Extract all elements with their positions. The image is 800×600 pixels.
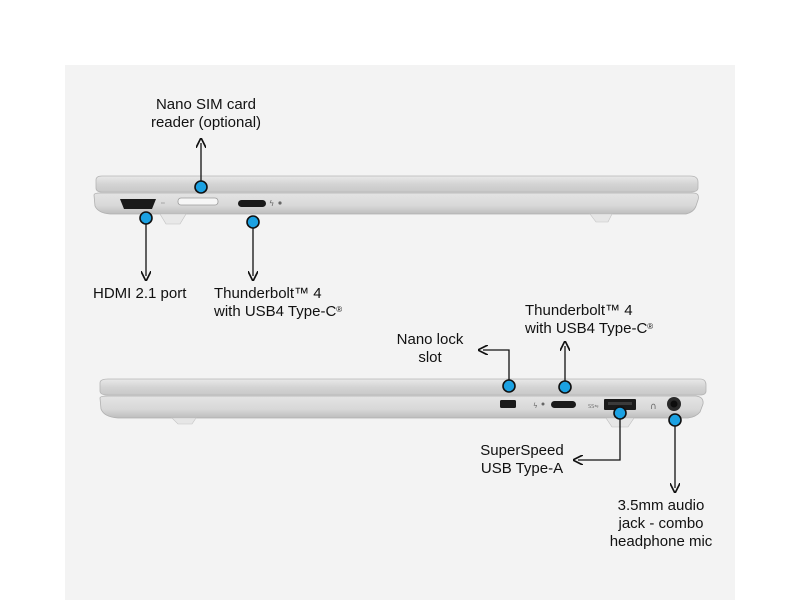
- registered-mark: ®: [336, 305, 343, 314]
- lid-left: [95, 175, 699, 193]
- label-thunderbolt-left-line1: Thunderbolt™ 4: [214, 285, 322, 302]
- status-led-icon: [278, 201, 282, 205]
- lock-slot-icon: [500, 400, 516, 408]
- thunderbolt-glyph-icon-right: ϟ: [533, 402, 538, 410]
- label-usb-a: SuperSpeed USB Type-A: [470, 442, 574, 478]
- base-left: [93, 192, 699, 215]
- label-thunderbolt-left: Thunderbolt™ 4 with USB4 Type-C®: [214, 285, 342, 321]
- audio-jack-hole: [670, 400, 678, 408]
- label-usb-a-line1: SuperSpeed: [480, 442, 564, 459]
- label-thunderbolt-right: Thunderbolt™ 4 with USB4 Type-C®: [525, 302, 653, 338]
- label-thunderbolt-left-line2-wrap: with USB4 Type-C®: [214, 303, 342, 321]
- label-audio-line1: 3.5mm audio: [617, 497, 705, 514]
- label-audio-line2: jack - combo: [618, 515, 704, 532]
- label-thunderbolt-right-line1: Thunderbolt™ 4: [525, 302, 633, 319]
- label-nano-lock-line1: Nano lock: [396, 331, 464, 348]
- laptop-left-side: ▭ ϟ: [93, 143, 699, 276]
- registered-mark-right: ®: [647, 322, 654, 331]
- hdmi-glyph-icon: ▭: [161, 200, 165, 205]
- label-thunderbolt-right-line2-wrap: with USB4 Type-C®: [525, 320, 653, 338]
- thunderbolt-glyph-icon: ϟ: [269, 199, 274, 208]
- marker-nano-lock: [502, 379, 516, 393]
- foot-right: [589, 213, 613, 223]
- marker-audio: [668, 413, 682, 427]
- marker-usb-a: [613, 406, 627, 420]
- usb-c-port-icon: [238, 200, 266, 207]
- label-nano-sim-line1: Nano SIM card: [155, 96, 257, 113]
- status-led-icon-right: [541, 402, 545, 406]
- hdmi-port-icon: [120, 199, 156, 209]
- diagram-background: [65, 65, 735, 600]
- label-usb-a-line2: USB Type-A: [480, 460, 564, 477]
- ss-usb-glyph-icon: SS⇋: [588, 404, 599, 410]
- label-thunderbolt-left-line2: with USB4 Type-C: [214, 303, 337, 320]
- label-thunderbolt-right-line2: with USB4 Type-C: [525, 320, 648, 337]
- label-nano-lock-line2: slot: [418, 349, 442, 366]
- laptop-right-side: ϟ SS⇋ ∩: [99, 346, 707, 488]
- label-audio-line3: headphone mic: [609, 533, 713, 550]
- base-right: [99, 395, 704, 419]
- label-nano-lock: Nano lock slot: [392, 331, 468, 367]
- marker-nano-sim: [194, 180, 208, 194]
- leader-usb-a: [578, 413, 621, 460]
- label-hdmi-line1: HDMI 2.1 port: [93, 285, 187, 302]
- label-hdmi: HDMI 2.1 port: [93, 285, 186, 303]
- usb-c-port-right-icon: [551, 401, 576, 408]
- marker-hdmi: [139, 211, 153, 225]
- marker-thunderbolt-right: [558, 380, 572, 394]
- usb-a-tongue: [608, 402, 632, 405]
- label-nano-sim: Nano SIM card reader (optional): [138, 96, 274, 132]
- sim-tray-icon: [177, 197, 219, 206]
- headphone-glyph-icon: ∩: [650, 402, 657, 412]
- marker-thunderbolt-left: [246, 215, 260, 229]
- foot-left: [159, 213, 187, 225]
- lid-right: [99, 378, 707, 396]
- label-nano-sim-line2: reader (optional): [150, 114, 262, 131]
- leader-nano-lock: [483, 350, 510, 386]
- foot-left-b: [171, 417, 197, 425]
- label-audio: 3.5mm audio jack - combo headphone mic: [602, 497, 720, 551]
